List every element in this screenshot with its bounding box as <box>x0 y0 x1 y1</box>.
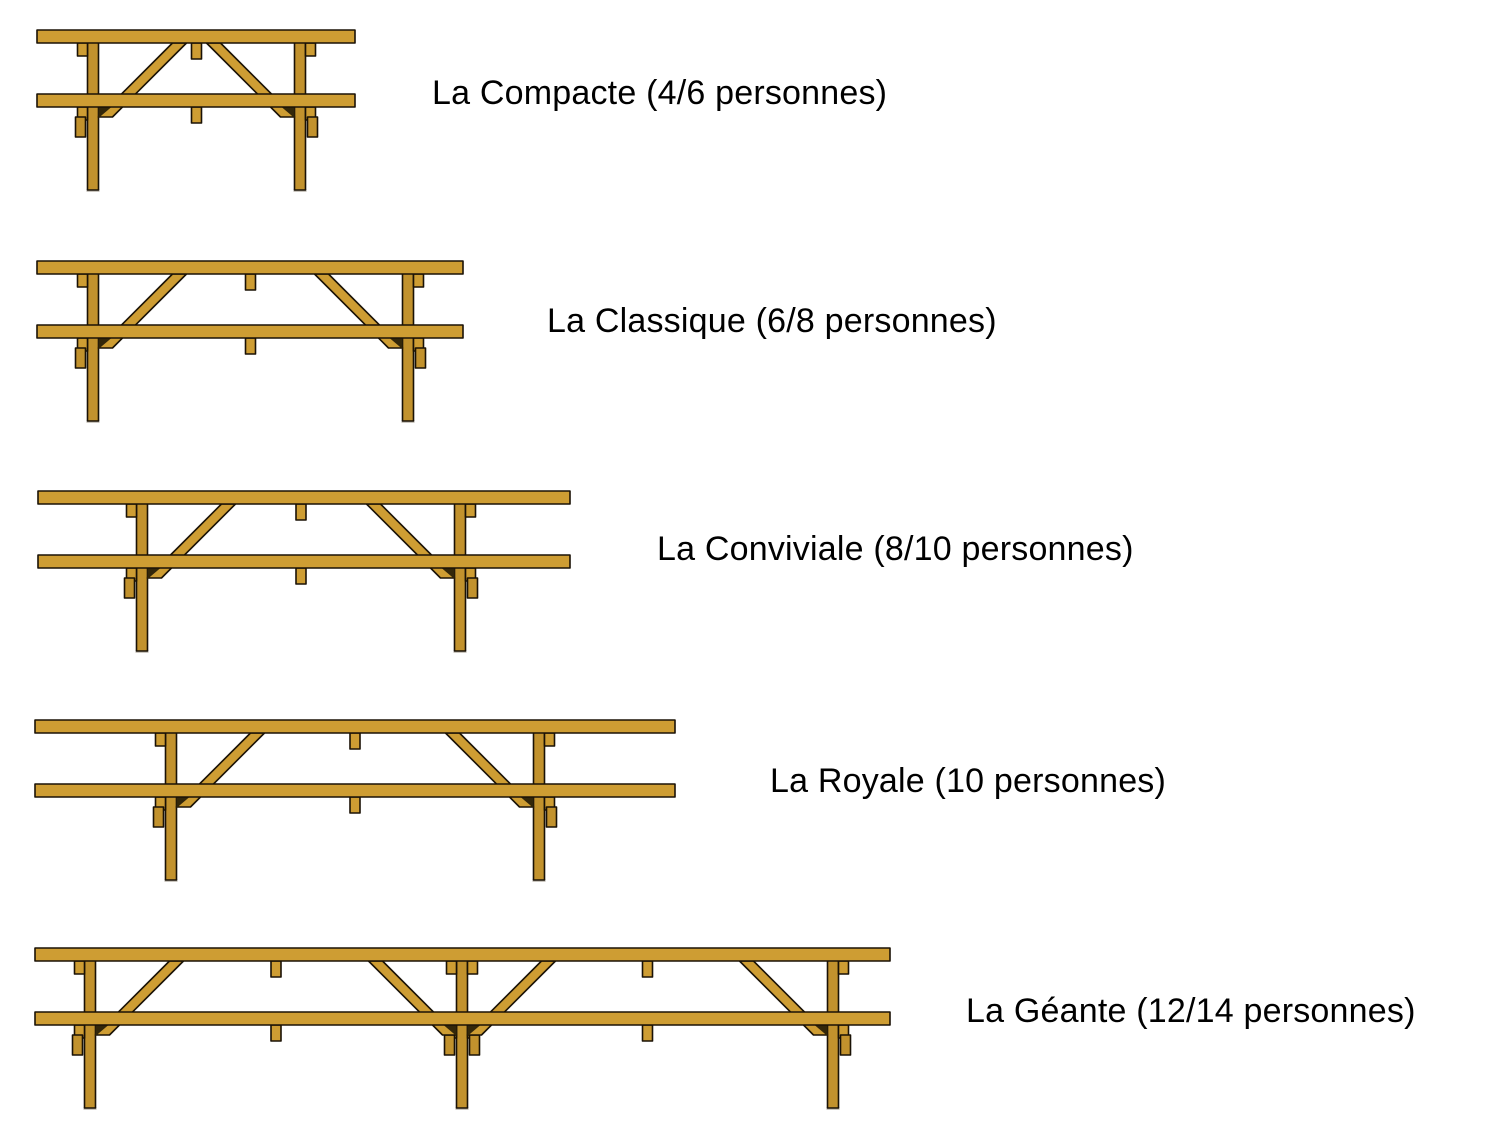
seat-support-end <box>443 1034 456 1056</box>
seat-support-end <box>152 806 165 828</box>
brace-foot-wedge <box>95 1025 109 1036</box>
top-crossbearer-end <box>304 42 317 57</box>
table-leg <box>532 731 546 881</box>
center-bench-bearer-end <box>641 1024 654 1042</box>
top-crossbearer-end <box>76 273 89 288</box>
picnic-table-compacte <box>36 29 356 192</box>
table-leg <box>293 41 307 191</box>
seat-support-end <box>123 577 136 599</box>
picnic-table-royale <box>34 719 676 882</box>
brace-foot-wedge <box>814 1025 828 1036</box>
center-bench-bearer-end <box>295 567 307 585</box>
seat-support-end <box>71 1034 84 1056</box>
top-crossbearer-end <box>73 960 86 975</box>
seat-support-end <box>414 347 427 369</box>
table-leg <box>135 502 149 652</box>
table-leg <box>455 959 469 1109</box>
bench-plank <box>36 93 356 108</box>
brace-foot-wedge <box>98 107 112 118</box>
table-leg <box>401 272 415 422</box>
table-leg <box>86 41 100 191</box>
center-bench-bearer-end <box>270 1024 282 1042</box>
brace-foot-wedge <box>443 1025 457 1036</box>
seat-support-end <box>74 347 87 369</box>
tabletop-plank <box>36 260 464 275</box>
brace-foot-wedge <box>98 338 112 349</box>
table-label-compacte: La Compacte (4/6 personnes) <box>432 74 888 112</box>
seat-support-end <box>468 1034 481 1056</box>
table-leg <box>164 731 178 881</box>
brace-foot-wedge <box>389 338 403 349</box>
top-crossbearer-end <box>76 42 89 57</box>
top-crossbearer-end <box>412 273 425 288</box>
table-label-classique: La Classique (6/8 personnes) <box>547 302 997 340</box>
top-crossbearer-end <box>837 960 850 975</box>
center-crossbearer-end <box>270 960 282 978</box>
bench-plank <box>34 783 676 798</box>
center-crossbearer-end <box>641 960 654 978</box>
table-leg <box>453 502 467 652</box>
picnic-table-conviviale <box>37 490 571 653</box>
table-leg <box>826 959 840 1109</box>
top-crossbearer-end <box>125 503 138 518</box>
table-label-conviviale: La Conviviale (8/10 personnes) <box>657 530 1134 568</box>
brace-foot-wedge <box>147 568 161 579</box>
center-crossbearer-end <box>190 42 203 60</box>
brace-foot-wedge <box>467 1025 481 1036</box>
seat-support-end <box>466 577 479 599</box>
center-bench-bearer-end <box>244 337 257 355</box>
tabletop-plank <box>36 29 356 44</box>
table-label-geante: La Géante (12/14 personnes) <box>966 992 1416 1030</box>
bench-plank <box>37 554 571 569</box>
brace-foot-wedge <box>441 568 455 579</box>
center-bench-bearer-end <box>349 796 361 814</box>
top-crossbearer-end <box>154 732 167 747</box>
seat-support-end <box>545 806 558 828</box>
picnic-table-geante <box>34 947 891 1110</box>
bench-plank <box>36 324 464 339</box>
top-crossbearer-end <box>543 732 556 747</box>
center-crossbearer-end <box>244 273 257 291</box>
tabletop-plank <box>34 947 891 962</box>
brace-foot-wedge <box>281 107 295 118</box>
center-bench-bearer-end <box>190 106 203 124</box>
top-crossbearer-end <box>445 960 458 975</box>
brace-foot-wedge <box>176 797 190 808</box>
bench-plank <box>34 1011 891 1026</box>
brace-foot-wedge <box>520 797 534 808</box>
table-leg <box>86 272 100 422</box>
seat-support-end <box>306 116 319 138</box>
picnic-table-classique <box>36 260 464 423</box>
center-crossbearer-end <box>295 503 307 521</box>
seat-support-end <box>74 116 87 138</box>
top-crossbearer-end <box>466 960 479 975</box>
top-crossbearer-end <box>464 503 477 518</box>
table-leg <box>83 959 97 1109</box>
table-label-royale: La Royale (10 personnes) <box>770 762 1167 800</box>
tabletop-plank <box>37 490 571 505</box>
seat-support-end <box>839 1034 852 1056</box>
tabletop-plank <box>34 719 676 734</box>
center-crossbearer-end <box>349 732 361 750</box>
